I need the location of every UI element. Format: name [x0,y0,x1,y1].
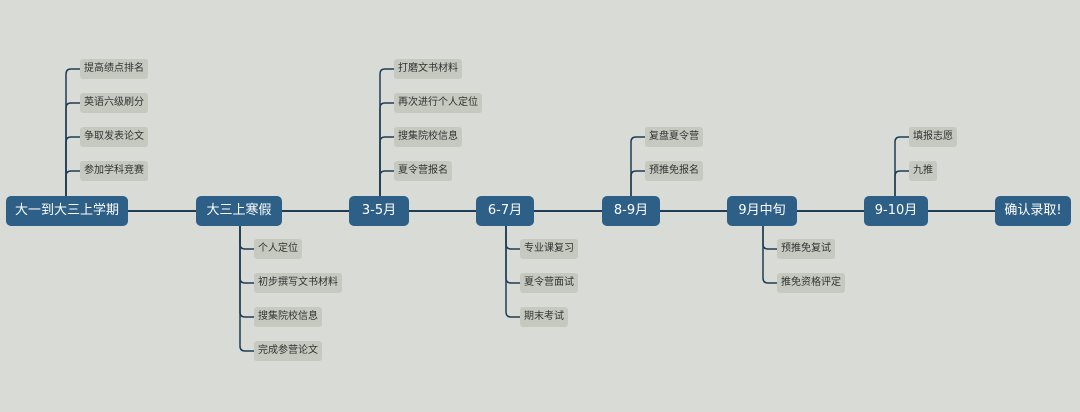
branch-connector [379,136,394,196]
branch-connector [239,226,254,284]
branch-connector [505,226,520,250]
branch-item[interactable]: 预推免报名 [645,161,703,181]
branch-connector [894,136,909,196]
branch-item[interactable]: 填报志愿 [909,127,957,147]
branch-connector [505,226,520,318]
branch-item[interactable]: 推免资格评定 [777,273,845,293]
branch-connector [630,136,645,196]
branch-connector [630,170,645,196]
branch-item[interactable]: 夏令营报名 [394,161,452,181]
branch-connector [762,226,777,284]
timeline-node-year1-to-year3[interactable]: 大一到大三上学期 [6,196,128,226]
branch-item[interactable]: 个人定位 [254,239,302,259]
branch-connector [379,68,394,196]
branch-connector [239,226,254,352]
branch-connector [762,226,777,250]
branch-item[interactable]: 打磨文书材料 [394,59,462,79]
timeline-node-mid-sep[interactable]: 9月中旬 [727,196,797,226]
timeline-node-aug-sep[interactable]: 8-9月 [602,196,660,226]
branch-connector [65,102,80,196]
branch-item[interactable]: 期末考试 [520,307,568,327]
branch-item[interactable]: 搜集院校信息 [394,127,462,147]
branch-item[interactable]: 复盘夏令营 [645,127,703,147]
branch-item[interactable]: 英语六级刷分 [80,93,148,113]
branch-connector [239,226,254,250]
branch-item[interactable]: 争取发表论文 [80,127,148,147]
timeline-node-admission-confirmed[interactable]: 确认录取! [995,196,1071,226]
branch-item[interactable]: 九推 [909,161,937,181]
branch-item[interactable]: 专业课复习 [520,239,578,259]
branch-connector [239,226,254,318]
timeline-node-mar-may[interactable]: 3-5月 [349,196,409,226]
branch-connector [65,170,80,196]
branch-item[interactable]: 初步撰写文书材料 [254,273,342,293]
branch-item[interactable]: 搜集院校信息 [254,307,322,327]
branch-item[interactable]: 预推免复试 [777,239,835,259]
branch-item[interactable]: 夏令营面试 [520,273,578,293]
branch-item[interactable]: 完成参营论文 [254,341,322,361]
timeline-node-jun-jul[interactable]: 6-7月 [476,196,534,226]
timeline-node-sep-oct[interactable]: 9-10月 [864,196,928,226]
branch-connector [379,102,394,196]
branch-connector [505,226,520,284]
branch-item[interactable]: 参加学科竞赛 [80,161,148,181]
branch-connector [65,68,80,196]
branch-connector [894,170,909,196]
branch-connector [379,170,394,196]
branch-connector [65,136,80,196]
branch-item[interactable]: 提高绩点排名 [80,59,148,79]
timeline-node-winter-break[interactable]: 大三上寒假 [196,196,282,226]
branch-item[interactable]: 再次进行个人定位 [394,93,482,113]
